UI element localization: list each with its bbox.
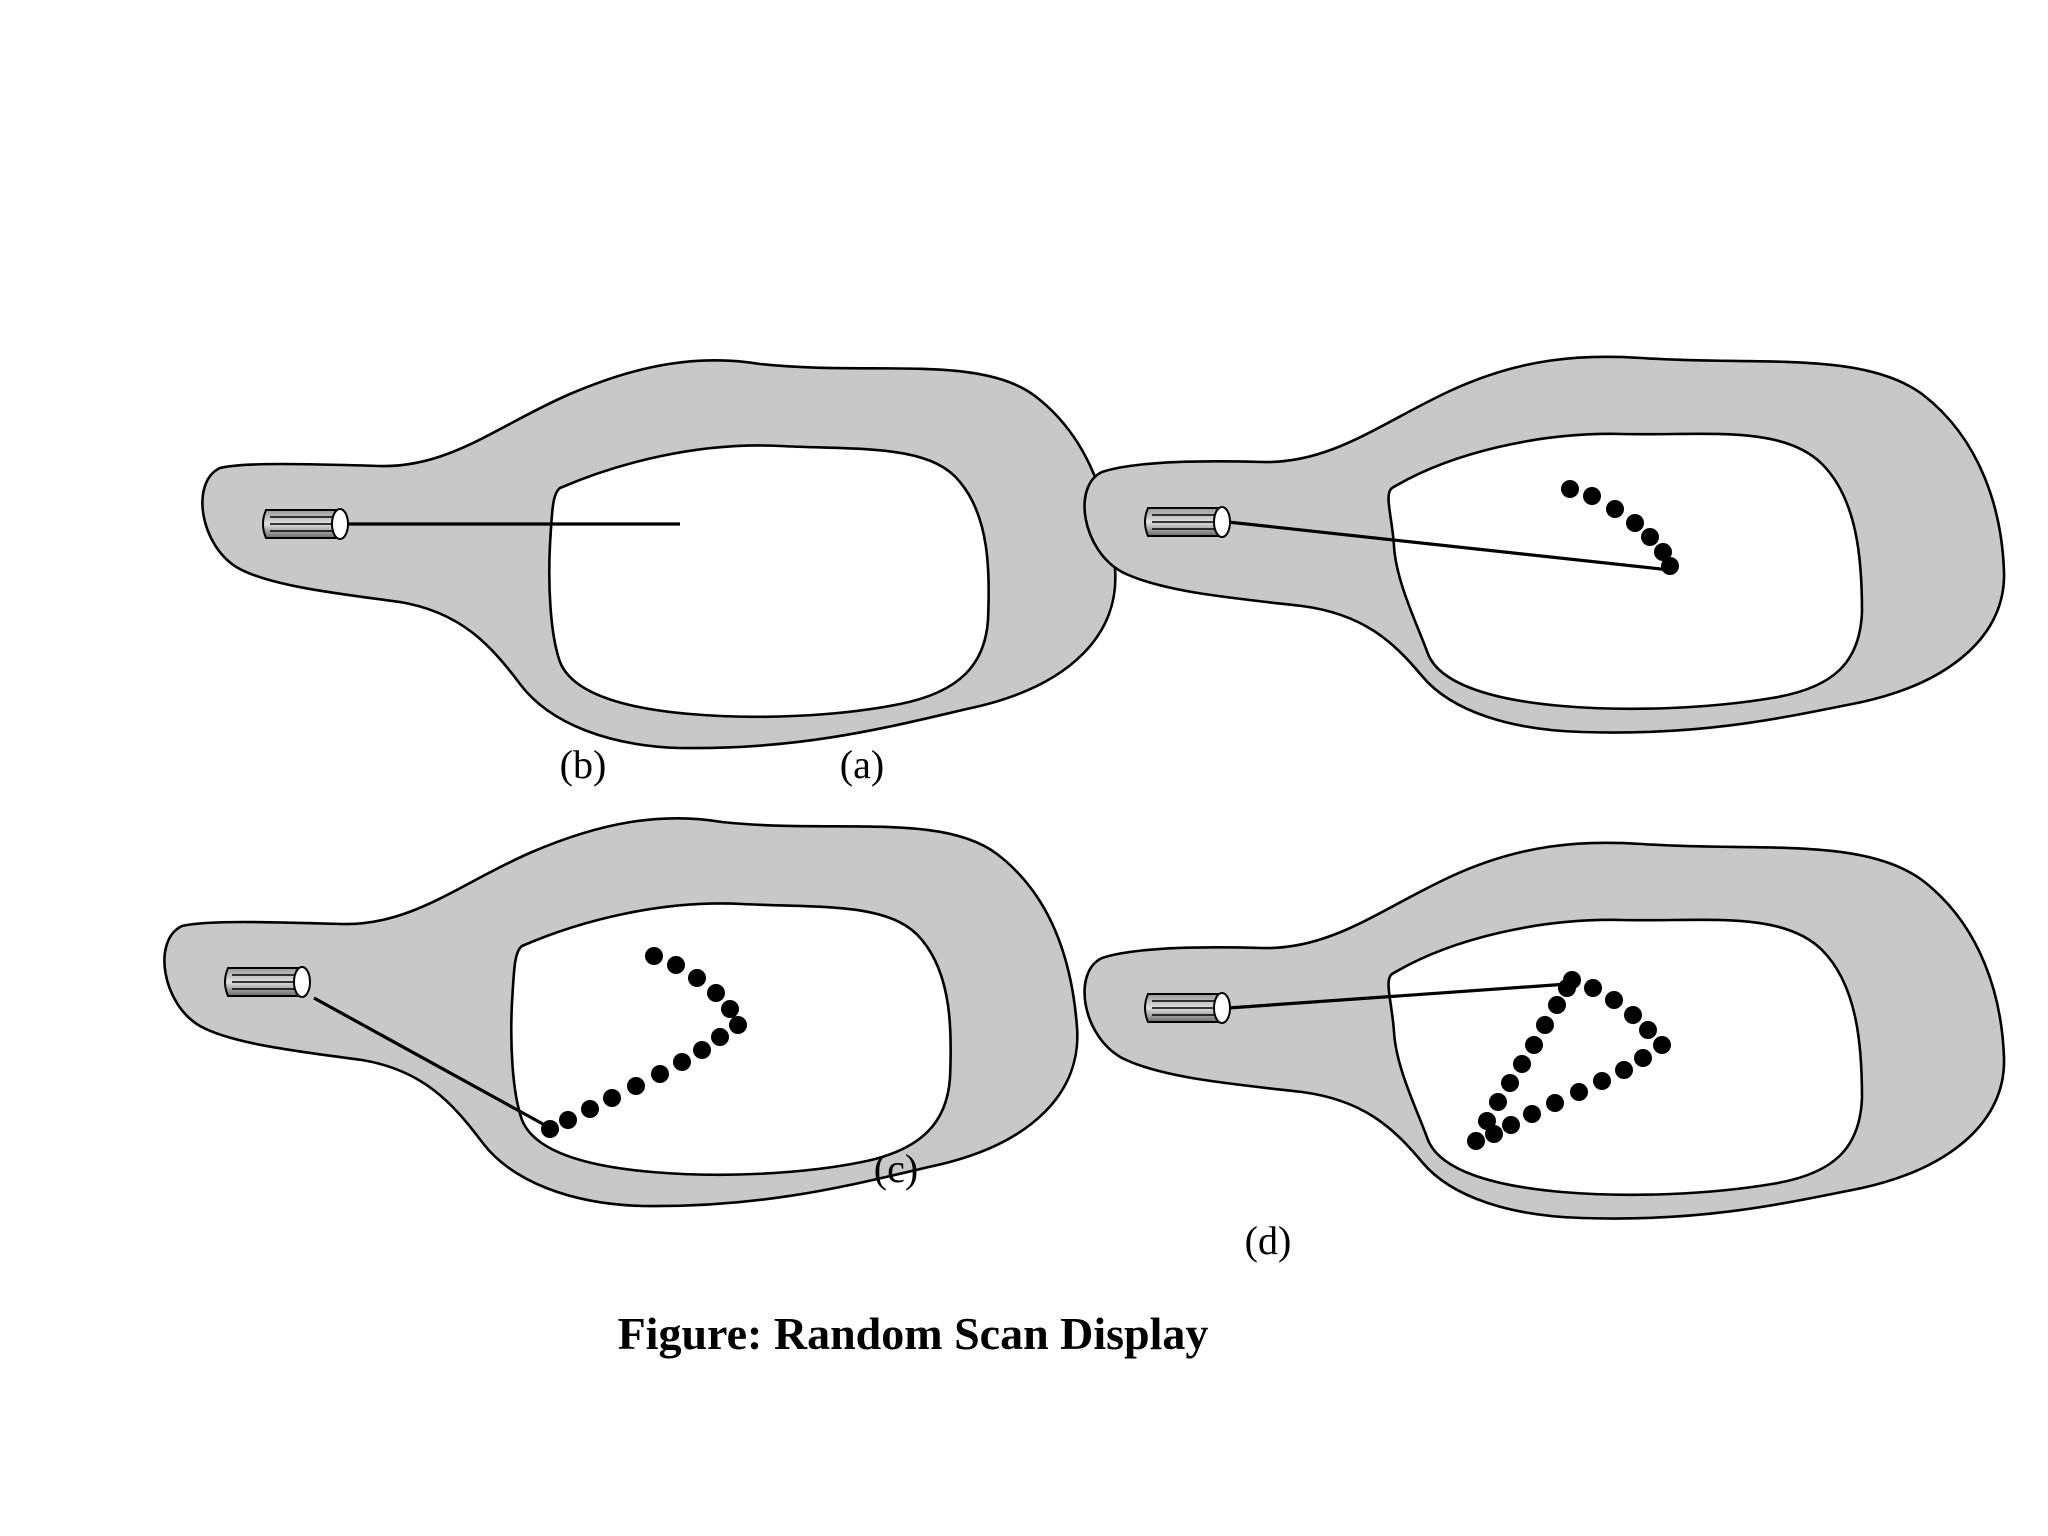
electron-beam [313, 996, 553, 1131]
crt-panel-c [163, 816, 1079, 1208]
phosphor-dot [1653, 1036, 1671, 1054]
phosphor-dot [721, 1000, 739, 1018]
phosphor-dot [1654, 543, 1672, 561]
electron-gun-icon [224, 966, 311, 998]
dot-trail-d [1467, 971, 1671, 1150]
phosphor-dot [688, 969, 706, 987]
phosphor-dot [711, 1028, 729, 1046]
phosphor-dot [1584, 979, 1602, 997]
phosphor-dot [1513, 1055, 1531, 1073]
panel-label-b: (b) [560, 742, 607, 787]
dot-trail-b [1561, 480, 1679, 575]
phosphor-dot [603, 1089, 621, 1107]
crt-screen [510, 902, 953, 1177]
phosphor-dot [627, 1077, 645, 1095]
electron-gun-icon [1144, 506, 1231, 538]
phosphor-dot [693, 1041, 711, 1059]
phosphor-dot [541, 1120, 559, 1138]
phosphor-dot [1467, 1132, 1485, 1150]
phosphor-dot [1634, 1049, 1652, 1067]
figure-caption: Figure: Random Scan Display [618, 1308, 1209, 1359]
dot-trail-c [541, 947, 747, 1138]
panel-label-a: (a) [840, 742, 884, 787]
phosphor-dot [1661, 557, 1679, 575]
phosphor-dot [1558, 979, 1576, 997]
crt-screen [1387, 432, 1864, 711]
panel-label-d: (d) [1245, 1218, 1292, 1263]
phosphor-dot [1502, 1116, 1520, 1134]
phosphor-dot [1626, 514, 1644, 532]
phosphor-dot [1561, 480, 1579, 498]
crt-panel-b [1083, 355, 2006, 734]
phosphor-dot [1536, 1016, 1554, 1034]
phosphor-dot [651, 1065, 669, 1083]
phosphor-dot [1478, 1112, 1496, 1130]
electron-beam [1227, 982, 1569, 1010]
crt-panel-d [1083, 841, 2006, 1220]
crt-screen [548, 444, 991, 719]
phosphor-dot [1605, 991, 1623, 1009]
crt-screen [1387, 918, 1864, 1197]
phosphor-dot [581, 1100, 599, 1118]
electron-beam [1227, 520, 1671, 572]
phosphor-dot [1501, 1074, 1519, 1092]
phosphor-dot [559, 1111, 577, 1129]
phosphor-dot [1570, 1083, 1588, 1101]
phosphor-dot [1615, 1061, 1633, 1079]
phosphor-dot [729, 1016, 747, 1034]
phosphor-dot [1546, 1094, 1564, 1112]
panel-label-c: (c) [874, 1146, 918, 1191]
phosphor-dot [1525, 1036, 1543, 1054]
phosphor-dot [1523, 1105, 1541, 1123]
phosphor-dot [707, 984, 725, 1002]
crt-panel-a [201, 358, 1117, 750]
phosphor-dot [1489, 1093, 1507, 1111]
phosphor-dot [673, 1053, 691, 1071]
phosphor-dot [645, 947, 663, 965]
phosphor-dot [1639, 1021, 1657, 1039]
phosphor-dot [1624, 1006, 1642, 1024]
phosphor-dot [1583, 487, 1601, 505]
phosphor-dot [667, 956, 685, 974]
electron-gun-icon [1144, 992, 1231, 1024]
phosphor-dot [1593, 1072, 1611, 1090]
phosphor-dot [1548, 996, 1566, 1014]
phosphor-dot [1641, 528, 1659, 546]
electron-gun-icon [262, 508, 349, 540]
phosphor-dot [1606, 500, 1624, 518]
